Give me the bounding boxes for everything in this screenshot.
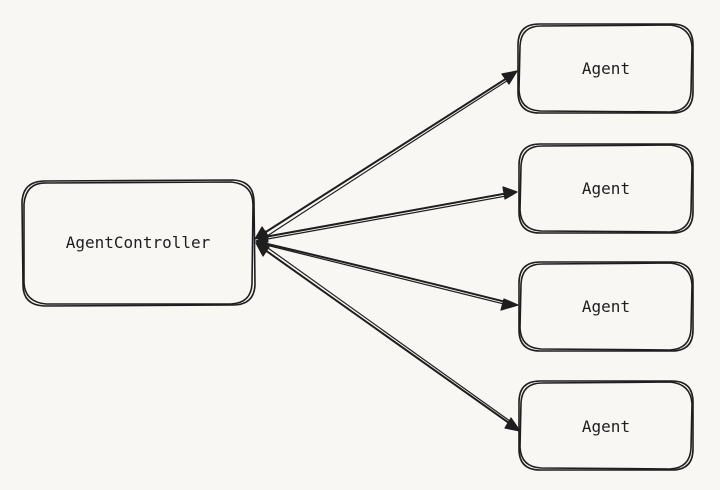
connector-agent-2 — [255, 186, 518, 243]
connector-agent-4 — [255, 242, 521, 432]
agent-controller-label: AgentController — [66, 233, 211, 252]
agent-label-3: Agent — [582, 297, 630, 316]
agent-label-2: Agent — [582, 179, 630, 198]
agent-label-1: Agent — [582, 59, 630, 78]
agent-controller-node: AgentController — [21, 179, 256, 307]
agent-node-1: Agent — [517, 23, 694, 114]
agent-node-4: Agent — [518, 380, 694, 471]
connector-agent-3 — [255, 236, 519, 311]
agent-node-2: Agent — [518, 143, 694, 234]
agent-node-3: Agent — [518, 261, 694, 352]
agent-label-4: Agent — [582, 417, 630, 436]
